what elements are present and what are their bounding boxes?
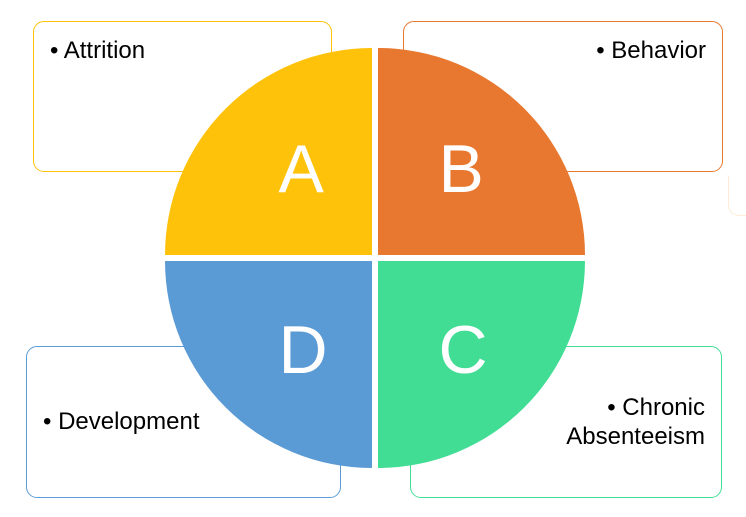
pie-segment-label-c: C: [438, 312, 489, 388]
pie-segment-b[interactable]: B: [377, 48, 585, 255]
callout-label-chronic-absenteeism: • Chronic Absenteeism: [566, 393, 705, 450]
quadrant-pie-chart: A B C D: [164, 48, 585, 468]
pie-segment-c[interactable]: C: [377, 261, 585, 468]
pie-segment-label-a: A: [278, 131, 325, 207]
pie-segment-label-b: B: [438, 131, 485, 207]
callout-box-chronic-absenteeism[interactable]: • Chronic Absenteeism: [410, 346, 722, 498]
callout-label-development: • Development: [43, 408, 200, 436]
pie-segment-label-d: D: [278, 312, 329, 388]
callout-box-development[interactable]: • Development: [26, 346, 341, 498]
partial-outline-decoration: [728, 176, 746, 216]
callout-label-attrition: • Attrition: [50, 37, 146, 64]
pie-segment-a[interactable]: A: [164, 48, 372, 255]
callout-label-behavior: • Behavior: [596, 37, 706, 64]
pie-segment-d[interactable]: D: [164, 261, 372, 468]
